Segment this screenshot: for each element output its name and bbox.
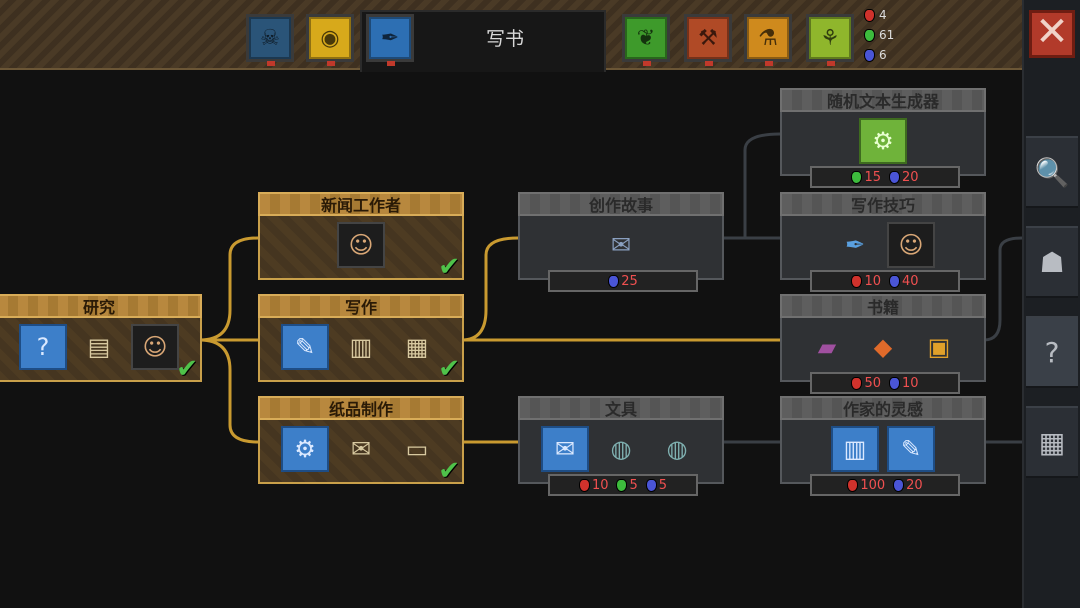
- node-books[interactable]: 书籍 ▰ ◆ ▣ 50 10: [780, 294, 986, 394]
- check-icon: ✔: [176, 354, 198, 384]
- book-stack-icon: ▤: [87, 333, 111, 361]
- journalist-icon: ☺: [337, 222, 385, 268]
- story-scroll-icon: ✉: [610, 231, 632, 259]
- research-scroll-button[interactable]: ?: [1026, 316, 1078, 388]
- node-technique-title: 写作技巧: [780, 192, 986, 216]
- node-writing-technique[interactable]: 写作技巧 ✒ ☺ 10 40: [780, 192, 986, 292]
- inkwell-icon: ◍: [610, 435, 632, 463]
- green-gem-icon: [864, 28, 875, 42]
- resource-red-count: 4: [879, 8, 887, 22]
- map-button[interactable]: ▦: [1026, 406, 1078, 478]
- red-gem-icon: [578, 478, 590, 492]
- tab-eye-icon[interactable]: ◉: [306, 14, 354, 66]
- resource-blue-count: 6: [879, 48, 887, 62]
- node-writer-inspiration[interactable]: 作家的灵感 ▥ ✎ 100 20: [780, 396, 986, 496]
- tab-tools-icon[interactable]: ⚗: [744, 14, 792, 66]
- node-story-title: 创作故事: [518, 192, 724, 216]
- connector-lines: [199, 132, 1022, 444]
- node-random-text-generator[interactable]: 随机文本生成器 ⚙ 15 20: [780, 88, 986, 188]
- blue-gem-icon: [893, 478, 905, 492]
- inkwell-quill-icon: ◍: [666, 435, 688, 463]
- resource-red: 4: [864, 8, 887, 22]
- blueprint-stationery-icon: ✉: [541, 426, 589, 472]
- line-books-offscreen: [983, 236, 1022, 342]
- node-stationery-title: 文具: [518, 396, 724, 420]
- book-open-icon: ▰: [817, 333, 837, 361]
- line-writing-story: [461, 236, 519, 342]
- red-gem-icon: [851, 274, 863, 288]
- tab-cutlery-icon[interactable]: ⚘: [806, 14, 854, 66]
- magnifier-icon: 🔍: [1034, 155, 1070, 189]
- book-red-icon: ◆: [873, 333, 893, 361]
- tab-skull-icon[interactable]: ☠: [246, 14, 294, 66]
- tab-anvil-icon[interactable]: ⚒: [684, 14, 732, 66]
- scroll-question-icon: ?: [1044, 335, 1060, 369]
- node-writing-title: 写作: [258, 294, 464, 318]
- node-papermaking[interactable]: 纸品制作 ⚙ ✉ ▭ ✔: [258, 396, 464, 486]
- node-journalist[interactable]: 新闻工作者 ☺ ✔: [258, 192, 464, 282]
- node-stationery[interactable]: 文具 ✉ ◍ ◍ 10 5 5: [518, 396, 724, 496]
- node-technique-cost: 10 40: [810, 270, 960, 292]
- blue-gem-icon: [608, 274, 620, 288]
- check-icon: ✔: [438, 354, 460, 384]
- book-gold-icon: ▣: [927, 333, 951, 361]
- tab-plant-icon[interactable]: ❦: [622, 14, 670, 66]
- red-gem-icon: [847, 478, 859, 492]
- paper-sheet-icon: ▭: [405, 435, 429, 463]
- statue-button[interactable]: ☗: [1026, 226, 1078, 298]
- check-icon: ✔: [438, 252, 460, 282]
- tab-quill-icon[interactable]: ✒: [366, 14, 414, 66]
- quill-globe-icon: ✒: [844, 231, 866, 259]
- blueprint-machine-icon: ⚙: [281, 426, 329, 472]
- blue-gem-icon: [645, 478, 657, 492]
- node-stationery-cost: 10 5 5: [548, 474, 698, 496]
- researcher-icon: ☺: [131, 324, 179, 370]
- line-research-paper: [199, 338, 259, 444]
- close-button[interactable]: ✕: [1029, 10, 1075, 58]
- node-research[interactable]: 研究 ? ▤ ☺ ✔: [0, 294, 202, 384]
- node-research-title: 研究: [0, 294, 202, 318]
- red-gem-icon: [851, 376, 863, 390]
- writer-desk-icon: ☺: [887, 222, 935, 268]
- node-writing[interactable]: 写作 ✎ ▥ ▦ ✔: [258, 294, 464, 384]
- node-papermaking-title: 纸品制作: [258, 396, 464, 420]
- node-story-cost: 25: [548, 270, 698, 292]
- red-gem-icon: [864, 8, 875, 22]
- node-books-cost: 50 10: [810, 372, 960, 394]
- blueprint-desk-ii-icon: ✎: [887, 426, 935, 472]
- green-gem-icon: [616, 478, 628, 492]
- node-random-gen-title: 随机文本生成器: [780, 88, 986, 112]
- node-story[interactable]: 创作故事 ✉ 25: [518, 192, 724, 292]
- map-icon: ▦: [1038, 425, 1066, 459]
- paper-sheets-icon: ▥: [349, 333, 373, 361]
- magnifier-button[interactable]: 🔍: [1026, 136, 1078, 208]
- blue-gem-icon: [864, 48, 875, 62]
- scroll-icon: ✉: [350, 435, 372, 463]
- line-research-journalist: [199, 236, 259, 342]
- resource-green-count: 61: [879, 28, 895, 42]
- right-sidebar: [1022, 0, 1080, 608]
- statue-icon: ☗: [1039, 245, 1065, 279]
- blue-gem-icon: [889, 376, 900, 390]
- close-icon: ✕: [1035, 9, 1069, 55]
- active-tab-title: 写书: [485, 28, 524, 50]
- blueprint-question-icon: ?: [19, 324, 67, 370]
- resource-blue: 6: [864, 48, 887, 62]
- node-books-title: 书籍: [780, 294, 986, 318]
- green-gem-icon: [851, 170, 863, 184]
- blue-gem-icon: [889, 274, 900, 288]
- blue-gem-icon: [889, 170, 900, 184]
- blueprint-desk-icon: ✎: [281, 324, 329, 370]
- node-random-gen-cost: 15 20: [810, 166, 960, 188]
- blueprint-shelf-icon: ▥: [831, 426, 879, 472]
- line-story-randomgen: [722, 132, 781, 240]
- check-icon: ✔: [438, 456, 460, 486]
- paper-stack-icon: ▦: [405, 333, 429, 361]
- resource-green: 61: [864, 28, 894, 42]
- blueprint-generator-icon: ⚙: [859, 118, 907, 164]
- node-inspiration-title: 作家的灵感: [780, 396, 986, 420]
- node-journalist-title: 新闻工作者: [258, 192, 464, 216]
- node-inspiration-cost: 100 20: [810, 474, 960, 496]
